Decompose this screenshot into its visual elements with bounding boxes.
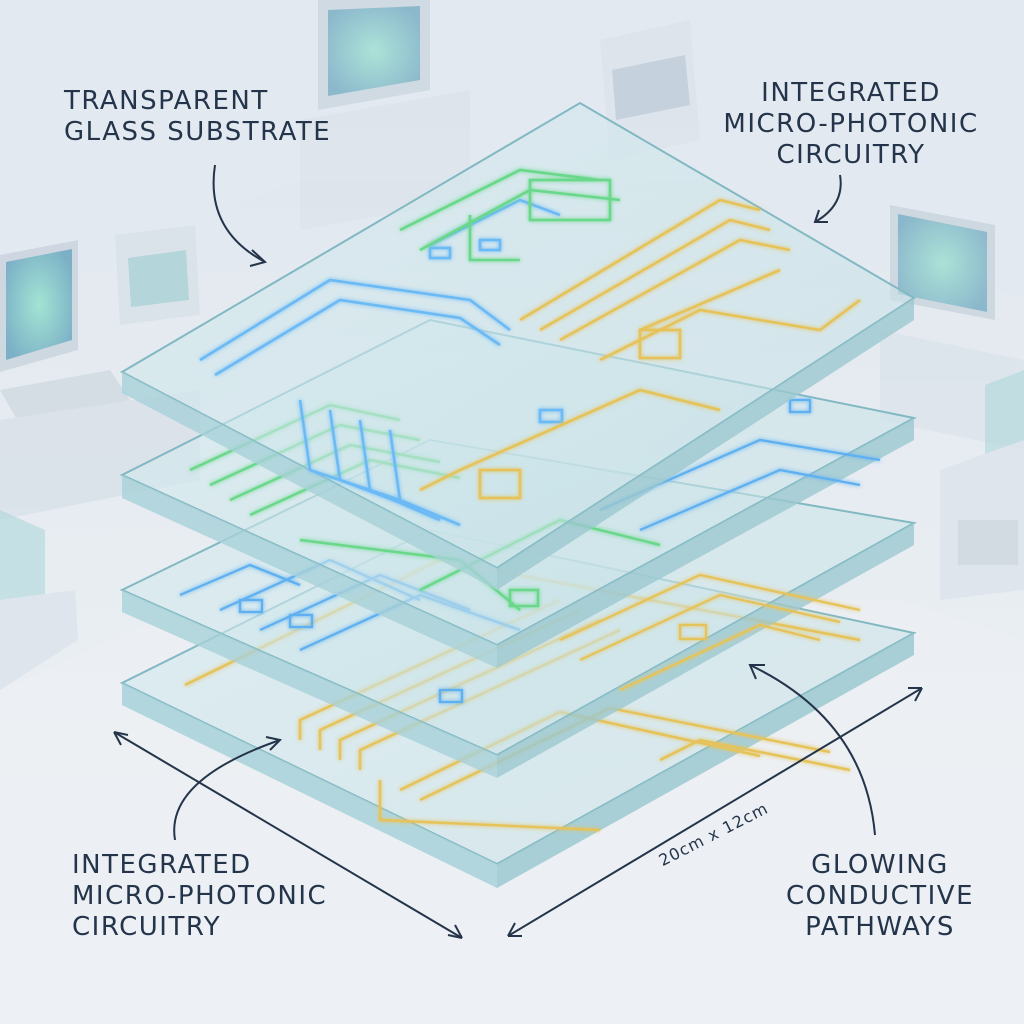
glass-enclosure-left-icon bbox=[0, 510, 78, 690]
label-line: GLASS SUBSTRATE bbox=[64, 117, 332, 147]
dimension-left-head-2 bbox=[447, 924, 463, 939]
arrow-pathways-head bbox=[748, 664, 765, 680]
dimension-right-head-2 bbox=[908, 687, 923, 702]
arrow-photonic-top-head bbox=[813, 209, 828, 223]
label-transparent-glass-substrate: TRANSPARENT GLASS SUBSTRATE bbox=[64, 86, 331, 148]
label-line: INTEGRATED bbox=[72, 850, 252, 880]
label-integrated-photonic-top: INTEGRATED MICRO-PHOTONIC CIRCUITRY bbox=[716, 78, 986, 171]
layer-3-traces-gold bbox=[559, 573, 861, 692]
dimension-line-right bbox=[507, 687, 923, 937]
label-line: CONDUCTIVE bbox=[785, 881, 975, 911]
glass-enclosure-right-icon bbox=[940, 370, 1024, 600]
layer-4-side-edge bbox=[497, 633, 914, 888]
arrow-substrate-head bbox=[249, 249, 268, 267]
layer-1-traces-green bbox=[399, 168, 621, 262]
layer-3-front-edge bbox=[122, 590, 497, 778]
label-integrated-photonic-bottom: INTEGRATED MICRO-PHOTONIC CIRCUITRY bbox=[72, 850, 327, 943]
dimension-right-head-1 bbox=[507, 922, 522, 937]
lab-device-upper-right-icon bbox=[600, 20, 700, 160]
label-line: MICRO-PHOTONIC bbox=[72, 881, 328, 911]
layer-2-side-edge bbox=[497, 418, 914, 668]
label-line: MICRO-PHOTONIC bbox=[723, 109, 979, 139]
label-glowing-conductive-pathways: GLOWING CONDUCTIVE PATHWAYS bbox=[780, 850, 980, 943]
layer-1-front-edge bbox=[122, 372, 497, 590]
label-line: GLOWING bbox=[811, 850, 949, 880]
arrow-photonic-bottom bbox=[173, 739, 281, 841]
label-line: CIRCUITRY bbox=[776, 140, 926, 170]
label-line: INTEGRATED bbox=[761, 78, 941, 108]
layer-1-traces-gold bbox=[419, 198, 861, 500]
dimension-left-head-1 bbox=[113, 731, 129, 746]
arrow-substrate bbox=[212, 164, 266, 263]
label-line: PATHWAYS bbox=[805, 912, 955, 942]
layer-1-traces-blue bbox=[199, 198, 564, 527]
arrow-pathways bbox=[749, 664, 876, 836]
layer-2-front-edge bbox=[122, 475, 497, 668]
arrow-photonic-bottom-head bbox=[265, 736, 283, 751]
arrow-photonic-top bbox=[814, 174, 842, 223]
dimension-line-left bbox=[113, 731, 463, 939]
layer-1-side-edge bbox=[497, 298, 914, 590]
label-line: CIRCUITRY bbox=[72, 912, 222, 942]
label-line: TRANSPARENT bbox=[64, 86, 269, 116]
layer-4-front-edge bbox=[122, 683, 497, 888]
layer-1-top bbox=[119, 101, 916, 590]
callout-arrows bbox=[113, 164, 923, 939]
lab-device-left-icon bbox=[115, 225, 200, 325]
